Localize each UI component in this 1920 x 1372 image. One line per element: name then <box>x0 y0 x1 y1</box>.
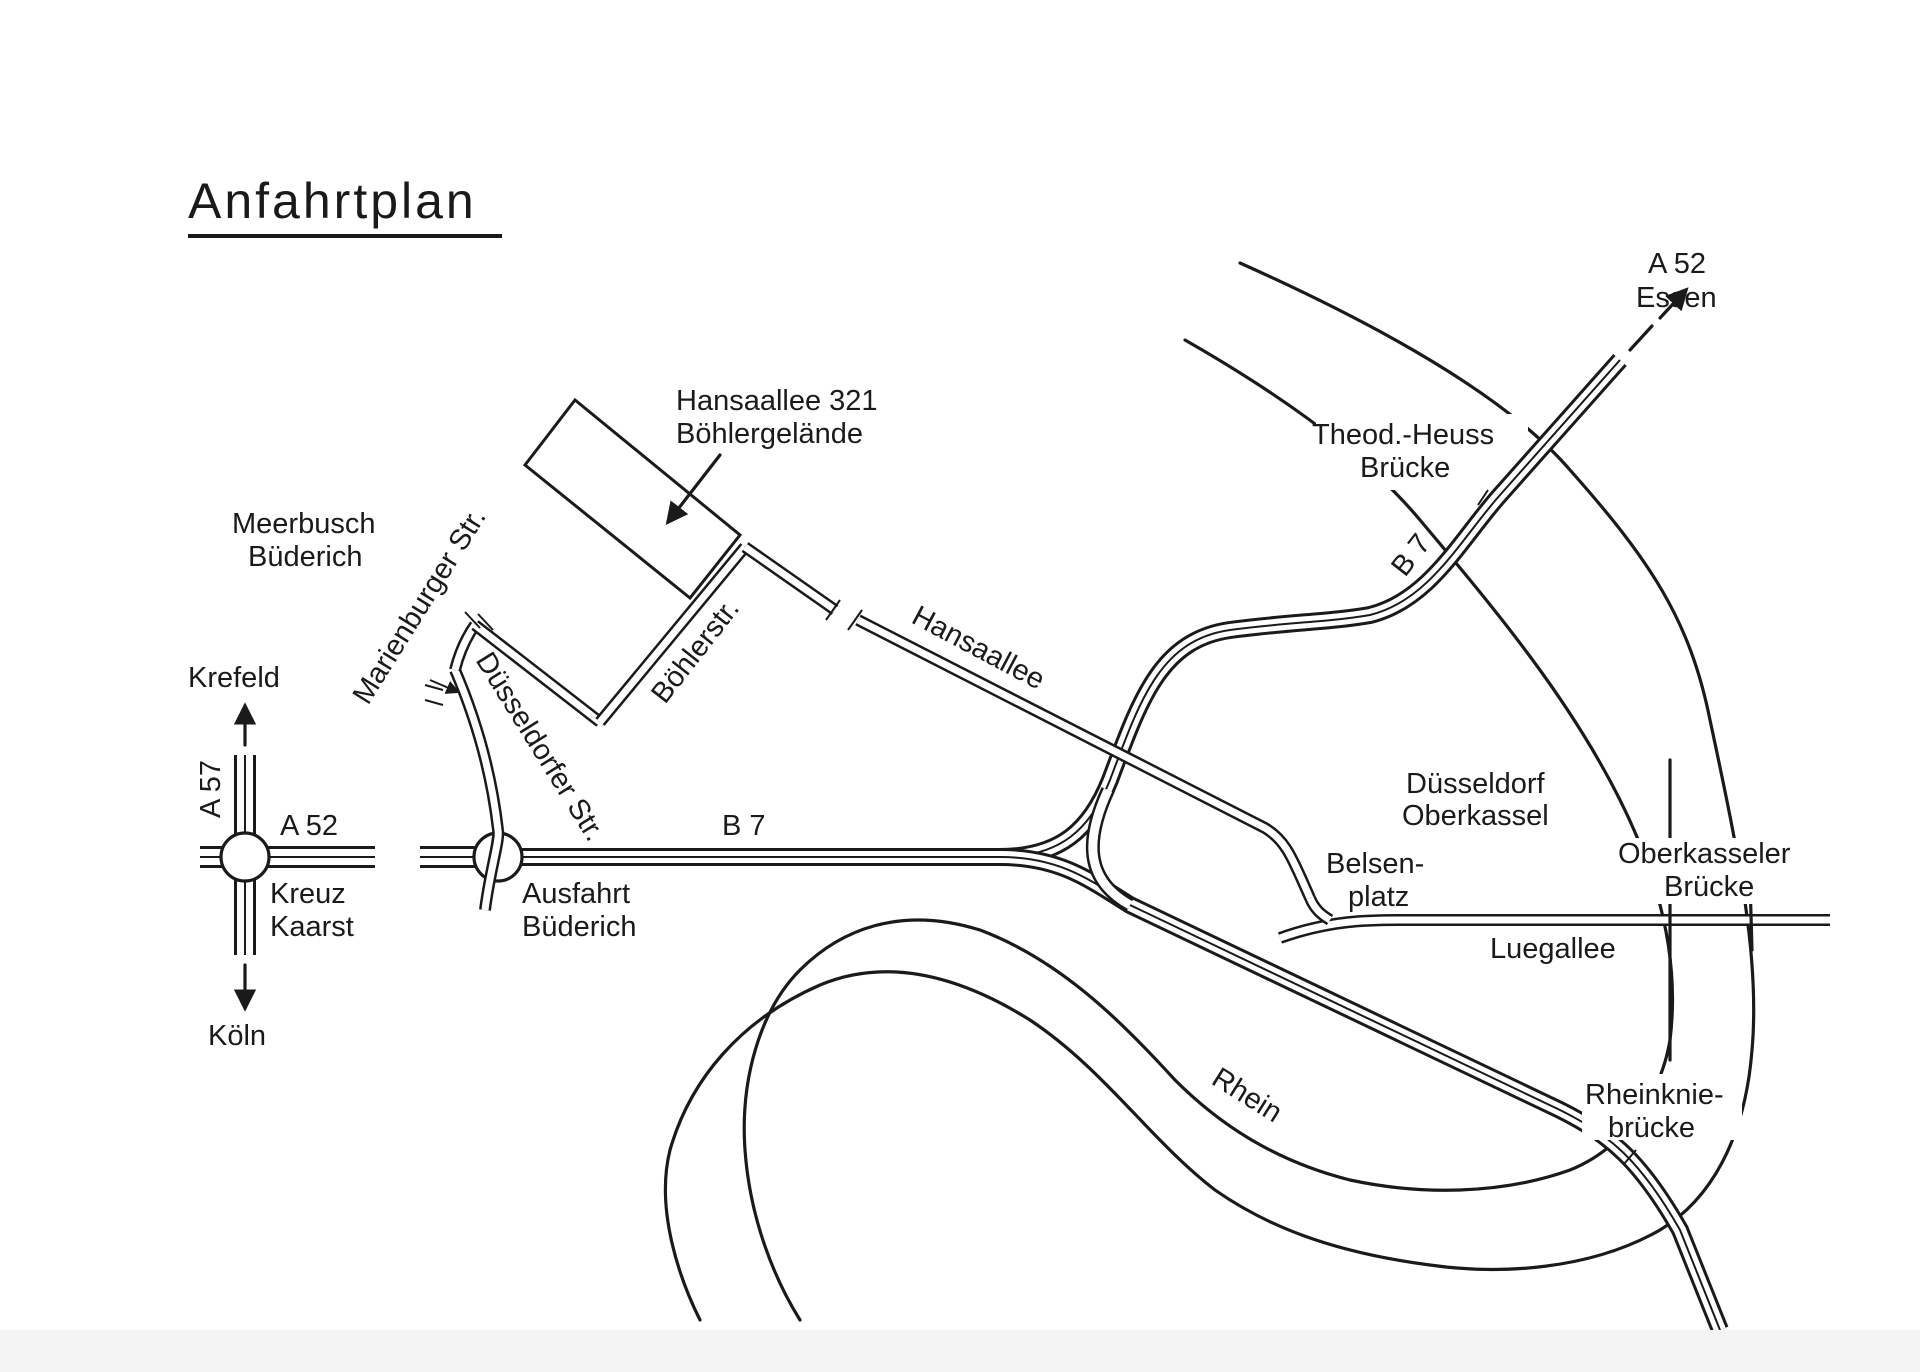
arrow-icon <box>429 679 461 694</box>
arrow-icon <box>1628 324 1654 352</box>
road-oberkasseler-bruecke <box>1668 758 1754 1062</box>
road-label-a57: A 57 <box>195 760 227 818</box>
local-roads <box>449 542 1830 944</box>
place-meerbusch: Meerbusch <box>232 508 375 540</box>
direction-a52: A 52 <box>1648 248 1706 280</box>
bridge-theodor-heuss: Theod.-Heuss <box>1312 419 1494 451</box>
bridge-theodor-heuss-bruecke: Brücke <box>1360 452 1450 484</box>
place-duesseldorf: Düsseldorf <box>1406 768 1546 800</box>
destination-site: Böhlergelände <box>676 418 863 450</box>
place-oberkassel: Oberkassel <box>1402 800 1549 832</box>
river-bank-inner <box>742 338 1675 1322</box>
bridge-oberkasseler-bruecke: Brücke <box>1664 871 1754 903</box>
bridge-rheinknie: Rheinknie- <box>1585 1079 1724 1111</box>
road-b7-loop <box>1085 787 1134 912</box>
direction-essen: Essen <box>1636 282 1717 314</box>
road-label-b7: B 7 <box>722 810 766 842</box>
direction-koeln: Köln <box>208 1020 266 1052</box>
junction-kreuz: Kreuz <box>270 878 346 910</box>
arrow-icon <box>1658 287 1689 320</box>
place-buederich: Büderich <box>248 541 362 573</box>
road-b7-south <box>999 848 1729 1334</box>
page-footer-strip <box>0 1330 1920 1372</box>
building-icon <box>522 397 743 601</box>
junction-platz: platz <box>1348 881 1409 913</box>
junction-ausfahrt: Ausfahrt <box>522 878 630 910</box>
road-b7 <box>500 354 1627 866</box>
bridge-rheinknie-bruecke: brücke <box>1608 1112 1695 1144</box>
destination-address: Hansaallee 321 <box>676 385 878 417</box>
junction-belsen: Belsen- <box>1326 848 1424 880</box>
arrow-icon <box>665 453 722 525</box>
junction-kaarst: Kaarst <box>270 911 354 943</box>
direction-krefeld: Krefeld <box>188 662 280 694</box>
junction-buederich: Büderich <box>522 911 636 943</box>
map-title: Anfahrtplan <box>188 173 477 229</box>
road-label-a52: A 52 <box>280 810 338 842</box>
river-bank-east <box>663 261 1756 1322</box>
bridge-oberkasseler: Oberkasseler <box>1618 838 1791 870</box>
road-breaks <box>424 489 1637 1165</box>
road-label-luegallee: Luegallee <box>1490 933 1616 965</box>
roundabout-icon <box>219 831 271 883</box>
